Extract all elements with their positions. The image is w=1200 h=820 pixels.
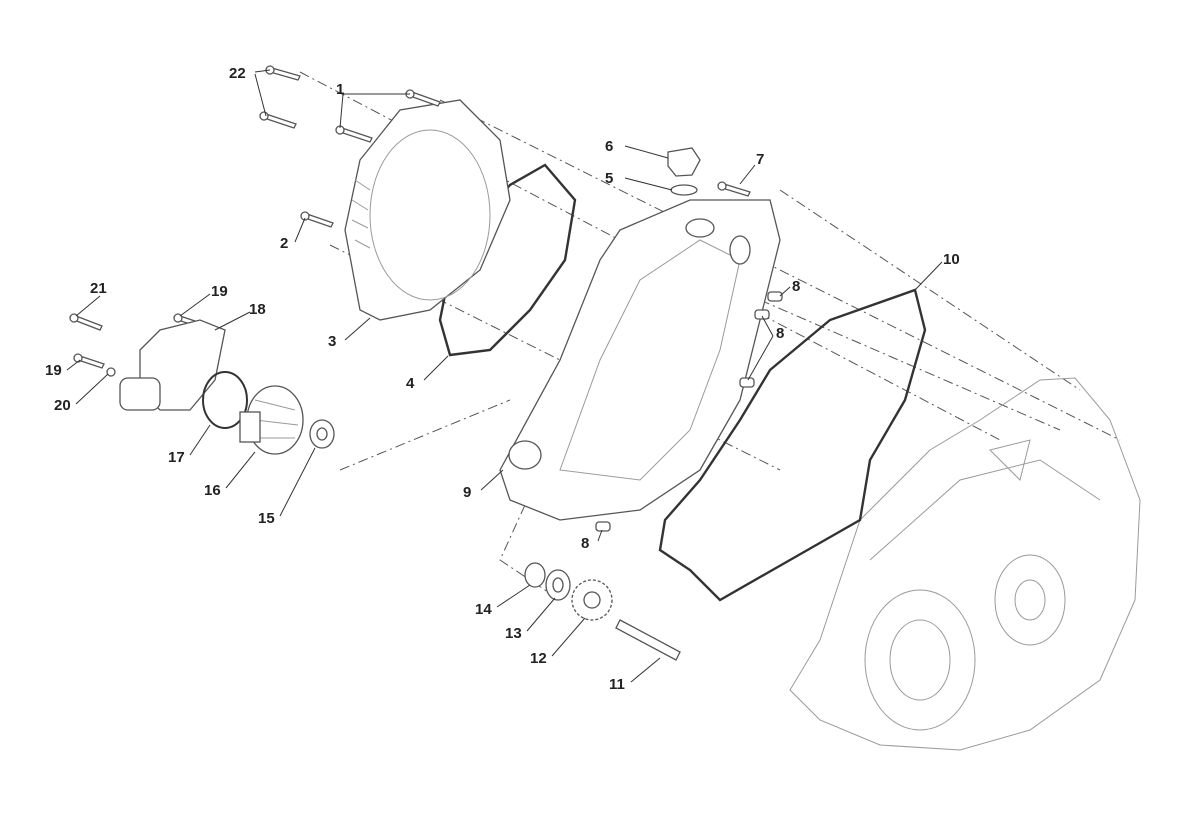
callout-8: 8 — [581, 535, 589, 552]
callout-10: 10 — [943, 251, 960, 268]
callout-12: 12 — [530, 650, 547, 667]
water-pump-cover — [106, 319, 226, 411]
callout-2: 2 — [280, 235, 288, 252]
callout-1: 1 — [336, 81, 344, 98]
impeller — [239, 385, 304, 455]
outer-clutch-cover — [344, 99, 511, 321]
callout-17: 17 — [168, 449, 185, 466]
callout-8: 8 — [792, 278, 800, 295]
callout-9: 9 — [463, 484, 471, 501]
callout-13: 13 — [505, 625, 522, 642]
leader-lines — [66, 69, 943, 683]
shaft-seal — [309, 419, 335, 449]
bolts — [69, 65, 751, 369]
callout-11: 11 — [609, 676, 625, 693]
callout-6: 6 — [605, 138, 613, 155]
callout-5: 5 — [605, 170, 613, 187]
callout-15: 15 — [258, 510, 275, 527]
callout-20: 20 — [54, 397, 71, 414]
callout-labels: 22 1 6 7 5 2 10 21 19 18 8 8 3 4 19 20 1… — [45, 65, 960, 693]
callout-22: 22 — [229, 65, 246, 82]
crankcase-half — [789, 377, 1141, 751]
callout-16: 16 — [204, 482, 221, 499]
callout-8: 8 — [776, 325, 784, 342]
pump-shaft-parts — [524, 562, 681, 661]
inner-clutch-cover — [499, 199, 781, 521]
oil-plug — [667, 147, 701, 196]
callout-4: 4 — [406, 375, 415, 392]
callout-21: 21 — [90, 280, 107, 297]
callout-14: 14 — [475, 601, 492, 618]
o-ring — [202, 371, 248, 429]
callout-19: 19 — [211, 283, 228, 300]
callout-7: 7 — [756, 151, 764, 168]
dowel-pins — [595, 291, 783, 532]
callout-18: 18 — [249, 301, 266, 318]
crankcase-gasket — [658, 288, 927, 602]
callout-3: 3 — [328, 333, 336, 350]
callout-19: 19 — [45, 362, 62, 379]
